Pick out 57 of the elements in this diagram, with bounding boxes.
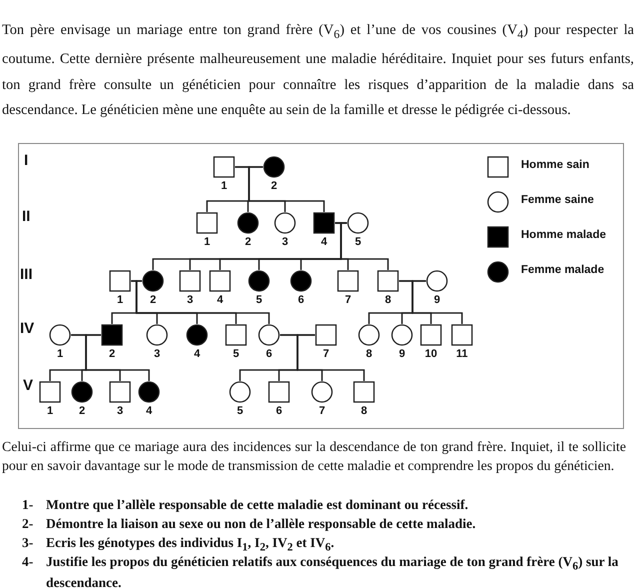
individual-number: 1: [220, 180, 228, 192]
individual-number: 1: [202, 236, 212, 248]
generation-numeral: V: [23, 377, 34, 394]
individual-number: 8: [360, 405, 368, 417]
legend-label: Homme malade: [521, 229, 606, 241]
generation-numeral: I: [24, 152, 30, 169]
question-text: Démontre la liaison au sexe ou non de l’allèle responsable de cette maladie.: [46, 516, 477, 532]
question-text: Justifie les propos du généticien relatifs aux conséquences du mariage de ton grand frère (V$_{6}$) sur la descendance.: [46, 554, 620, 588]
generation-numeral: II: [22, 208, 32, 225]
individual-number: 1: [116, 294, 124, 306]
individual-number: 1: [56, 348, 64, 360]
individual-number: 5: [354, 236, 362, 248]
individual-number: 3: [116, 405, 124, 417]
individual-number: 6: [264, 348, 274, 360]
individual-number: 2: [78, 405, 86, 417]
question-number: 2-: [22, 516, 34, 532]
individual-number: 8: [364, 348, 374, 360]
individual-number: 1: [46, 405, 54, 417]
question-text: Ecris les génotypes des individus I$_{1}$, I$_{2}$, IV$_{2}$ et IV$_{6}$.: [46, 535, 336, 554]
question-text: Montre que l’allèle responsable de cette maladie est dominant ou récessif.: [46, 497, 470, 513]
individual-number: 7: [344, 294, 352, 306]
individual-number: 8: [384, 294, 392, 306]
generation-numeral: IV: [20, 320, 36, 337]
question-number: 4-: [22, 554, 34, 570]
individual-number: 9: [398, 348, 406, 360]
legend-label: Femme malade: [521, 264, 604, 276]
intro-paragraph: Ton père envisage un mariage entre ton grand frère (V$_{6}$) et l’une de vos cousines (V$_{4}$) pour respecter la coutume. Cette dernière présente malheureusement une maladie héréditaire. Inquiet pour ses futurs enfants, ton grand frère consulte un généticien pour connaître les risques d’apparition de la maladie dans sa descendance. Le généticien mène une enquête au sein de la famille et dresse le pédigrée ci-dessous.: [2, 21, 634, 120]
individual-number: 5: [254, 294, 264, 306]
individual-number: 2: [244, 236, 252, 248]
individual-number: 6: [274, 405, 284, 417]
individual-number: 11: [455, 348, 469, 360]
descent-line: [412, 280, 463, 324]
legend-label: Femme saine: [521, 194, 594, 206]
descent-line: [296, 334, 365, 381]
individual-number: 4: [192, 348, 202, 360]
individual-number: 3: [280, 236, 290, 248]
individual-number: 3: [186, 294, 194, 306]
individual-number: 4: [320, 236, 328, 248]
individual-number: 3: [152, 348, 162, 360]
legend-label: Homme sain: [521, 159, 590, 171]
descent-line: [85, 334, 150, 381]
question-number: 1-: [22, 497, 34, 513]
individual-number: 7: [322, 348, 330, 360]
individual-number: 4: [144, 405, 154, 417]
individual-number: 2: [270, 180, 278, 192]
individual-number: 5: [232, 348, 240, 360]
generation-numeral: III: [20, 266, 34, 283]
individual-number: 7: [318, 405, 326, 417]
individual-number: 10: [424, 348, 438, 360]
individual-number: 2: [108, 348, 116, 360]
closing-paragraph: Celui-ci affirme que ce mariage aura des incidences sur la descendance de ton grand frère. Inquiet, il te sollicite pour en savoir davantage sur le mode de transmission de cette maladie et comprendre les propos du généticien.: [2, 438, 626, 475]
individual-number: 6: [296, 294, 306, 306]
individual-number: 9: [432, 294, 442, 306]
individual-number: 5: [236, 405, 244, 417]
individual-number: 2: [148, 294, 158, 306]
individual-number: 4: [216, 294, 224, 306]
question-number: 3-: [22, 535, 34, 551]
